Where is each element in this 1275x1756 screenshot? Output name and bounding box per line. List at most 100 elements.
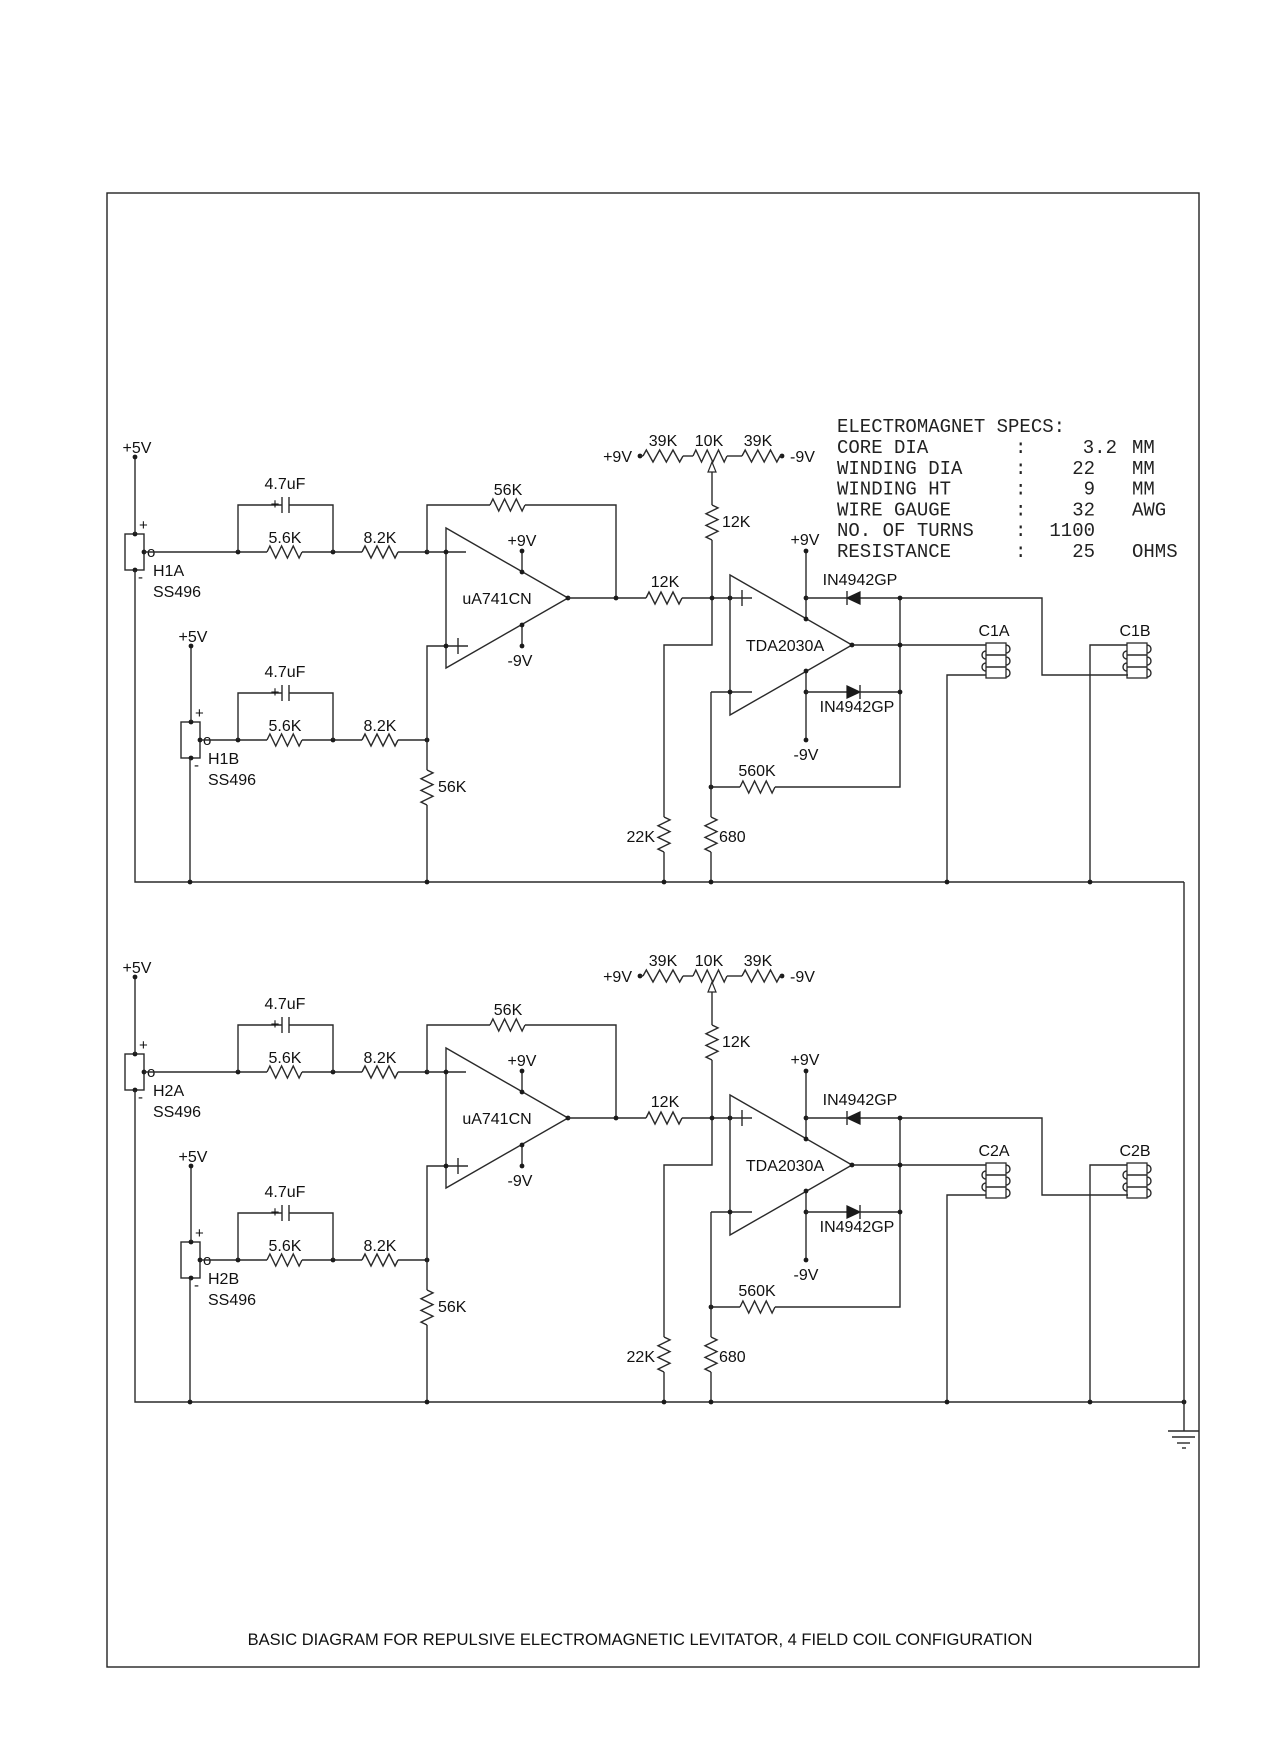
junction-dot [944, 1399, 950, 1405]
resistor-5.6k [266, 1064, 303, 1080]
resistor-8.2k [361, 1064, 399, 1080]
junction-dot [727, 689, 733, 695]
diode-label: IN4942GP [820, 1219, 895, 1236]
wire [663, 540, 713, 817]
wire [946, 674, 986, 882]
wire [860, 597, 1128, 676]
wire [237, 1212, 282, 1260]
resistor-label: 8.2K [364, 718, 397, 735]
junction-dot [424, 1399, 430, 1405]
resistor-39k [741, 448, 781, 464]
junction-dot [443, 1163, 449, 1169]
input-resistor [645, 1110, 683, 1126]
pin-plus-label: + [139, 1037, 148, 1054]
junction-dot [897, 689, 903, 695]
spec-label: CORE DIA [837, 437, 929, 459]
amplifier-label: TDA2030A [746, 1158, 825, 1175]
potentiometer-label: 10K [695, 433, 724, 450]
spec-label: WINDING DIA [837, 458, 963, 480]
resistor-label: 5.6K [269, 1238, 302, 1255]
supply-label: +9V [791, 1052, 820, 1069]
wire [289, 692, 334, 740]
resistor-label: 39K [649, 433, 678, 450]
spec-separator: : [1015, 520, 1026, 542]
resistor-label: 22K [627, 829, 656, 846]
junction-dot [897, 1162, 903, 1168]
resistor-label: 680 [719, 829, 746, 846]
potentiometer-10k [692, 448, 728, 464]
capacitor-polarity: + [271, 1204, 280, 1221]
resistor-8.2k [361, 732, 399, 748]
junction-dot [727, 1209, 733, 1215]
coil-label: C1A [978, 623, 1009, 640]
wire [1089, 1164, 1127, 1402]
coil-label: C2B [1119, 1143, 1150, 1160]
hall-sensor-body [124, 1053, 145, 1091]
supply-label: +9V [508, 1053, 537, 1070]
capacitor-polarity: + [271, 496, 280, 513]
coil-a [981, 642, 1011, 679]
sensor-id: H2A [153, 1083, 184, 1100]
resistor-5.6k [266, 1252, 303, 1268]
supply-label: -9V [508, 653, 533, 670]
junction-dot [849, 642, 855, 648]
junction-dot [443, 1069, 449, 1075]
spec-label: RESISTANCE [837, 541, 951, 563]
sensor-id: H1A [153, 563, 184, 580]
junction-dot [897, 642, 903, 648]
junction-dot [803, 548, 809, 554]
junction-dot [132, 974, 138, 980]
diode-bottom [846, 1205, 862, 1219]
feedback-resistor-560k [739, 779, 776, 795]
supply-label: -9V [790, 449, 815, 466]
ground-bus [134, 1090, 1184, 1403]
spec-separator: : [1015, 458, 1026, 480]
junction-dot [709, 595, 715, 601]
supply-label: +5V [179, 1149, 208, 1166]
capacitor-label: 4.7uF [265, 996, 306, 1013]
resistor-label: 56K [494, 482, 523, 499]
pin-minus-label: - [138, 1089, 143, 1106]
resistor-label: 39K [649, 953, 678, 970]
diode-top [845, 591, 861, 605]
wiper-arrow-icon [707, 980, 717, 993]
wire [426, 1024, 490, 1072]
resistor-5.6k [266, 732, 303, 748]
drawing-frame [106, 192, 1200, 1668]
divider-resistor [656, 1336, 672, 1373]
supply-label: -9V [794, 747, 819, 764]
resistor-label: 5.6K [269, 1050, 302, 1067]
resistor-label: 560K [738, 763, 776, 780]
coil-label: C1B [1119, 623, 1150, 640]
potentiometer-label: 10K [695, 953, 724, 970]
wire [426, 504, 490, 552]
junction-dot [1087, 879, 1093, 885]
junction-dot [708, 1399, 714, 1405]
junction-dot [1087, 1399, 1093, 1405]
supply-label: +9V [603, 969, 632, 986]
junction-dot [897, 1209, 903, 1215]
resistor-label: 56K [438, 779, 467, 796]
capacitor-polarity: + [271, 684, 280, 701]
supply-label: +5V [123, 960, 152, 977]
pin-minus-label: - [138, 569, 143, 586]
hall-sensor-body [180, 1241, 201, 1279]
pin-plus-label: + [139, 517, 148, 534]
input-resistor [645, 590, 683, 606]
spec-unit: MM [1132, 437, 1155, 459]
opamp-label: uA741CN [462, 1111, 531, 1128]
wire [237, 1024, 282, 1072]
coil-b [1122, 1162, 1152, 1199]
junction-dot [519, 1068, 525, 1074]
wire [426, 645, 468, 740]
junction-dot [188, 643, 194, 649]
supply-label: -9V [794, 1267, 819, 1284]
junction-dot [661, 1399, 667, 1405]
pin-plus-label: + [195, 1225, 204, 1242]
coil-label: C2A [978, 1143, 1009, 1160]
junction-dot [132, 1087, 138, 1093]
junction-dot [519, 1089, 525, 1095]
junction-dot [443, 549, 449, 555]
